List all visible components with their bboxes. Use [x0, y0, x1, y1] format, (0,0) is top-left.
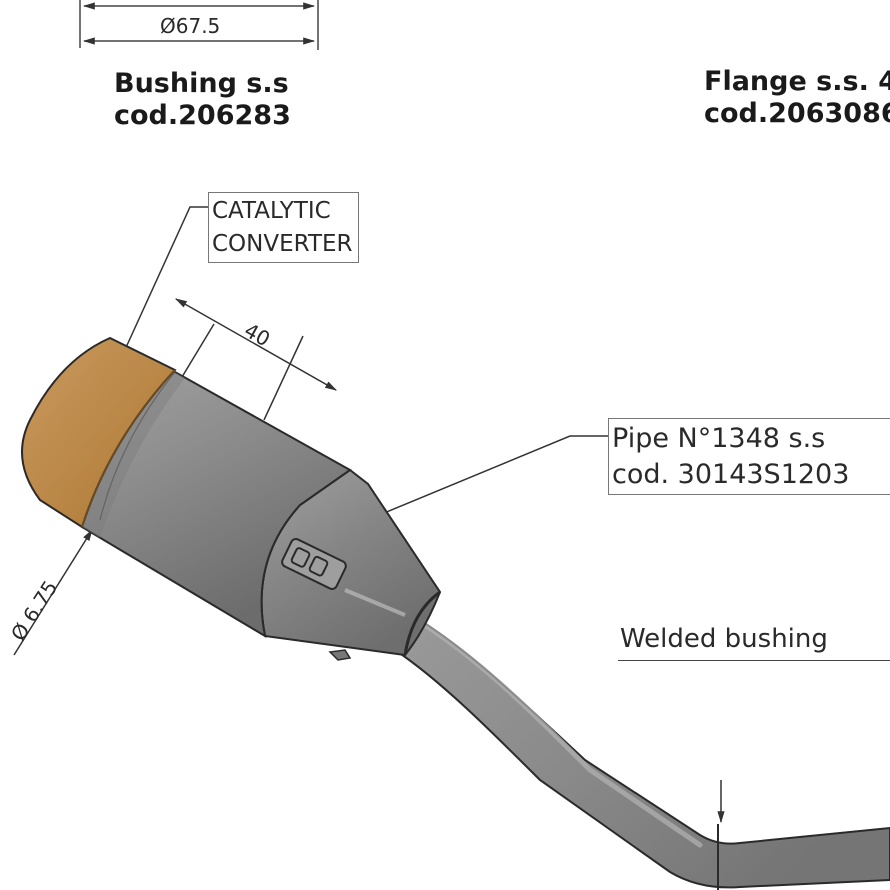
- welded-label-underline: [618, 660, 890, 661]
- catalytic-converter-label: CATALYTIC CONVERTER: [208, 192, 359, 263]
- leader-lines: [117, 206, 612, 524]
- diameter-dimension-line: [13, 528, 93, 656]
- pipe-label: Pipe N°1348 s.s cod. 30143S1203: [608, 418, 890, 495]
- flange-name: Flange s.s. 4: [704, 66, 890, 97]
- cone-bottom-tab: [328, 649, 352, 661]
- top-dimension-lines: [79, 0, 319, 50]
- pipe-highlight: [417, 619, 703, 848]
- bushing-name: Bushing s.s: [114, 68, 289, 99]
- cone-badge: [281, 538, 347, 590]
- welded-bushing-label: Welded bushing: [620, 624, 828, 654]
- body-edge-line: [99, 371, 176, 521]
- cone-outlet-ring: [403, 590, 441, 656]
- pipe-label-line2: cod. 30143S1203: [612, 459, 850, 490]
- pipe-label-line1: Pipe N°1348 s.s: [612, 423, 826, 454]
- catalytic-label-line2: CONVERTER: [212, 231, 353, 257]
- flange-code: cod.2063086: [704, 98, 890, 129]
- cone-reflection: [344, 588, 406, 617]
- bushing-code: cod.206283: [114, 100, 291, 131]
- top-dimension-label: Ø67.5: [160, 14, 221, 38]
- catalytic-label-line1: CATALYTIC: [212, 198, 331, 224]
- body-shadow: [82, 372, 185, 538]
- cap-inner-edge: [81, 369, 176, 528]
